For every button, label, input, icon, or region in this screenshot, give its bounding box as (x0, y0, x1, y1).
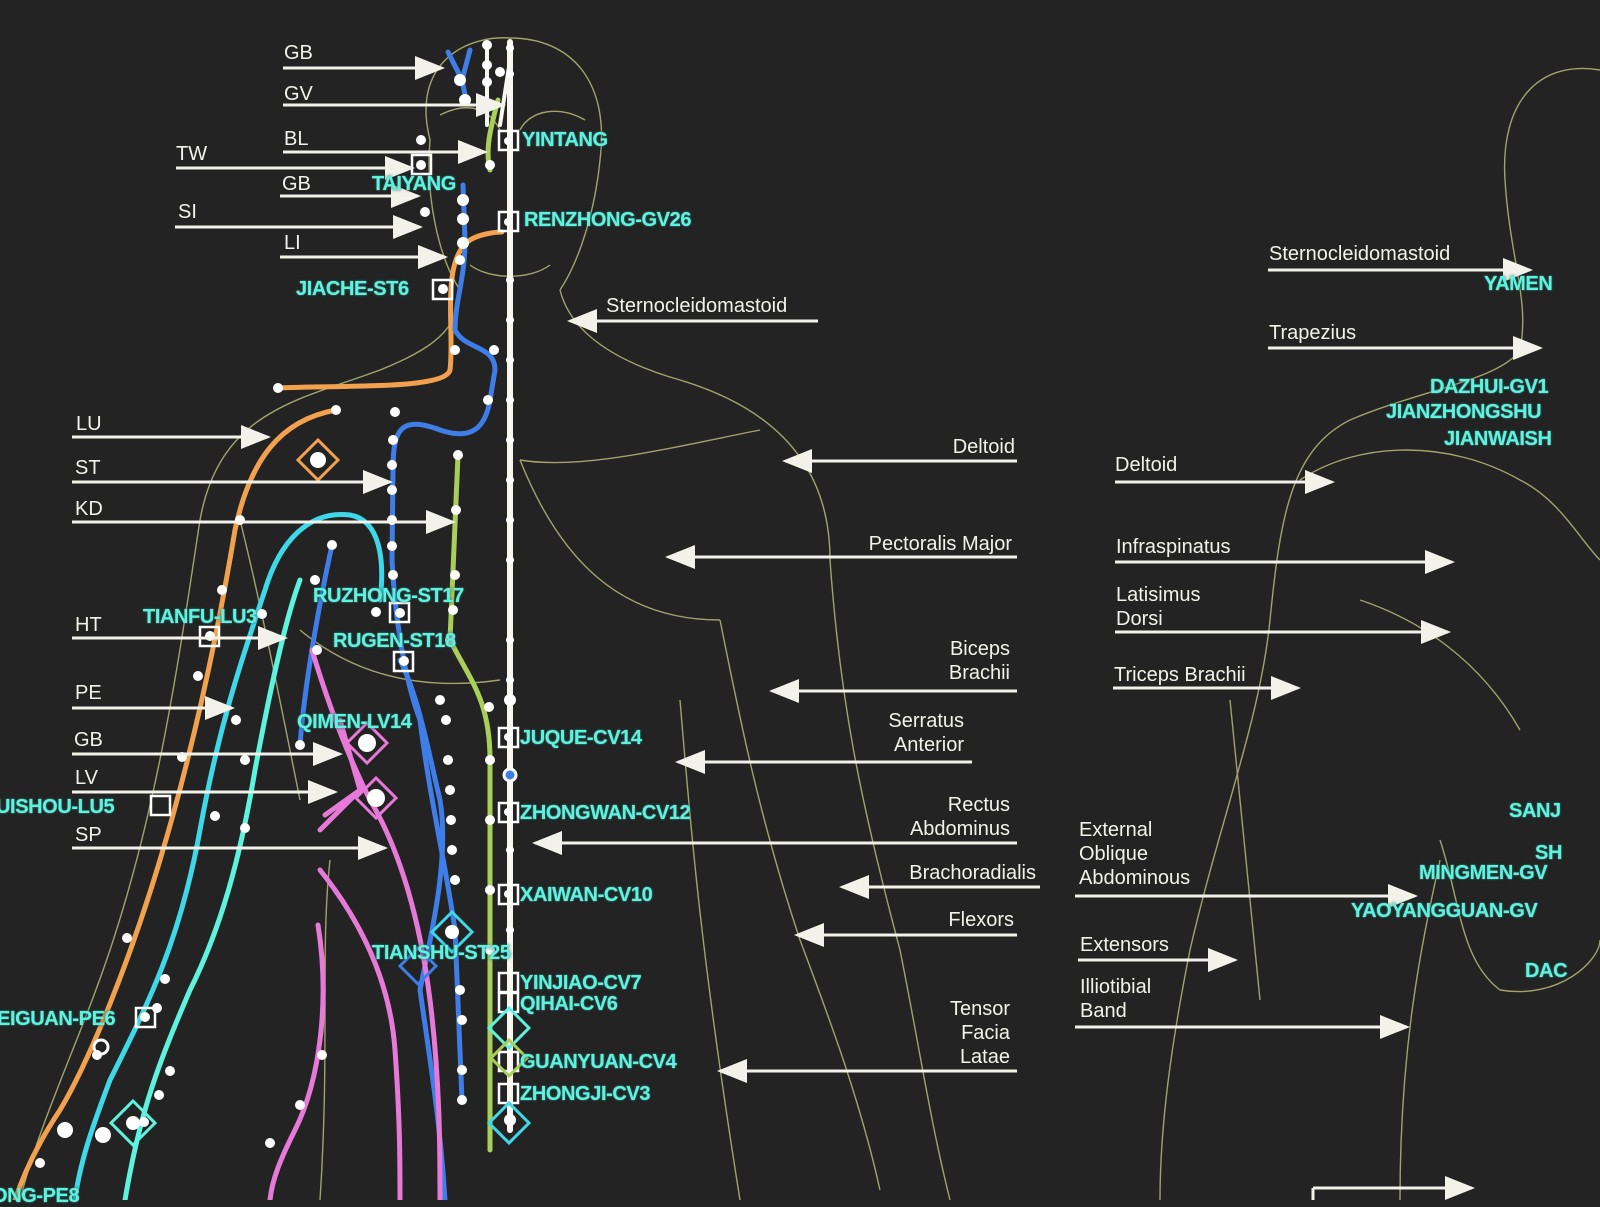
point-label-yintang: YINTANG (522, 129, 608, 151)
leader-arrows (72, 56, 1543, 1200)
meridian-label-ht: HT (75, 614, 102, 636)
meridian-label-gb-3: GB (74, 729, 103, 751)
meridian-green-head (485, 97, 501, 173)
point-label-jianzhongshu: JIANZHONGSHU (1386, 401, 1542, 423)
back-muscle-label-infraspinatus: Infraspinatus (1116, 536, 1231, 558)
point-label-tianshu: TIANSHU-ST25 (372, 942, 511, 964)
meridian-label-sp: SP (75, 824, 102, 846)
label-line: Latisimus (1116, 584, 1201, 606)
point-label-qimen: QIMEN-LV14 (297, 711, 412, 733)
meridian-label-tw: TW (176, 143, 208, 165)
meridian-blue-leg (397, 657, 448, 1200)
point-label-yinjiao: YINJIAO-CV7 (520, 972, 642, 994)
point-label-taiyang: TAIYANG (372, 173, 456, 195)
back-muscle-label-trapezius: Trapezius (1269, 322, 1357, 344)
point-label-zhongji: ZHONGJI-CV3 (520, 1083, 651, 1105)
meridian-orange-face (275, 229, 505, 391)
point-label-tianfu: TIANFU-LU3 (143, 606, 257, 628)
point-label-dazhui: DAZHUI-GV1 (1430, 376, 1549, 398)
label-line: Serratus (888, 710, 964, 732)
meridian-blue-head (445, 47, 473, 98)
point-label-jiache: JIACHE-ST6 (296, 278, 409, 300)
meridian-blue-st (389, 182, 498, 1103)
meridian-pink-4 (267, 922, 326, 1200)
point-label-juque: JUQUE-CV14 (520, 727, 642, 749)
point-label-dachangshu: DAC (1525, 960, 1568, 982)
label-line: Oblique (1079, 843, 1148, 865)
body-outline-back (1159, 67, 1600, 1200)
label-line: External (1079, 819, 1153, 841)
point-label-yamen: YAMEN (1484, 273, 1553, 295)
meridian-label-kd: KD (75, 498, 103, 520)
label-line: Abdominus (909, 818, 1010, 840)
point-label-guanyuan: GUANYUAN-CV4 (520, 1051, 677, 1073)
label-line: Rectus (947, 794, 1010, 816)
label-line: Dorsi (1116, 608, 1163, 630)
meridian-label-gv: GV (284, 83, 313, 105)
label-line: Facia (961, 1022, 1010, 1044)
muscle-label-pectoralis-major: Pectoralis Major (868, 533, 1012, 555)
meridian-label-si: SI (178, 201, 197, 223)
meridian-label-gb-2: GB (282, 173, 311, 195)
label-line: Band (1080, 1000, 1127, 1022)
label-line: Anterior (893, 734, 964, 756)
point-label-shenshu: SH (1535, 842, 1562, 864)
label-line: Brachii (948, 662, 1010, 684)
muscle-label-flexors: Flexors (948, 909, 1014, 931)
point-label-renzhong: RENZHONG-GV26 (524, 209, 692, 231)
point-label-pe8: ONG-PE8 (0, 1185, 80, 1207)
label-line: Tensor (949, 998, 1010, 1020)
meridian-aqua-arm (122, 577, 303, 1200)
meridian-label-lu: LU (76, 413, 102, 435)
label-line: Abdominous (1079, 867, 1191, 889)
meridian-cyan-arm (72, 511, 385, 1200)
meridian-green (447, 452, 493, 1153)
meridian-pink-3 (317, 867, 403, 1200)
point-label-sanjiaoshu: SANJ (1509, 800, 1561, 822)
point-label-lu5: UISHOU-LU5 (0, 796, 115, 818)
muscle-label-deltoid: Deltoid (952, 436, 1015, 458)
point-label-pe6: EIGUAN-PE6 (0, 1008, 116, 1030)
meridian-label-gb: GB (284, 42, 313, 64)
meridian-blue-kd (297, 542, 335, 748)
point-label-mingmen: MINGMEN-GV (1419, 862, 1548, 884)
point-label-jianwaishu: JIANWAISH (1444, 428, 1552, 450)
meridian-label-pe: PE (75, 682, 102, 704)
muscle-label-brachoradialis: Brachoradialis (909, 862, 1036, 884)
point-label-zhongwan: ZHONGWAN-CV12 (520, 802, 691, 824)
label-line: Biceps (949, 638, 1010, 660)
muscle-label-sternocleidomastoid: Sternocleidomastoid (606, 295, 788, 317)
point-label-qihai: QIHAI-CV6 (520, 993, 618, 1015)
meridian-label-st: ST (75, 457, 101, 479)
label-line: Illiotibial (1080, 976, 1152, 998)
point-label-rugen: RUGEN-ST18 (333, 630, 456, 652)
meridian-label-bl: BL (284, 128, 309, 150)
point-label-ruzhong: RUZHONG-ST17 (313, 585, 464, 607)
point-label-yaoyangguan: YAOYANGGUAN-GV (1351, 900, 1538, 922)
label-line: Latae (959, 1046, 1010, 1068)
back-muscle-label-extensors: Extensors (1080, 934, 1169, 956)
back-muscle-label-deltoid: Deltoid (1115, 454, 1178, 476)
acupoint-markers (108, 129, 532, 1148)
back-muscle-label-triceps-brachii: Triceps Brachii (1114, 664, 1246, 686)
point-label-xaiwan: XAIWAN-CV10 (520, 884, 653, 906)
meridian-label-li: LI (284, 232, 301, 254)
back-muscle-label-sternocleidomastoid: Sternocleidomastoid (1269, 243, 1451, 265)
meridian-label-lv: LV (75, 767, 98, 789)
